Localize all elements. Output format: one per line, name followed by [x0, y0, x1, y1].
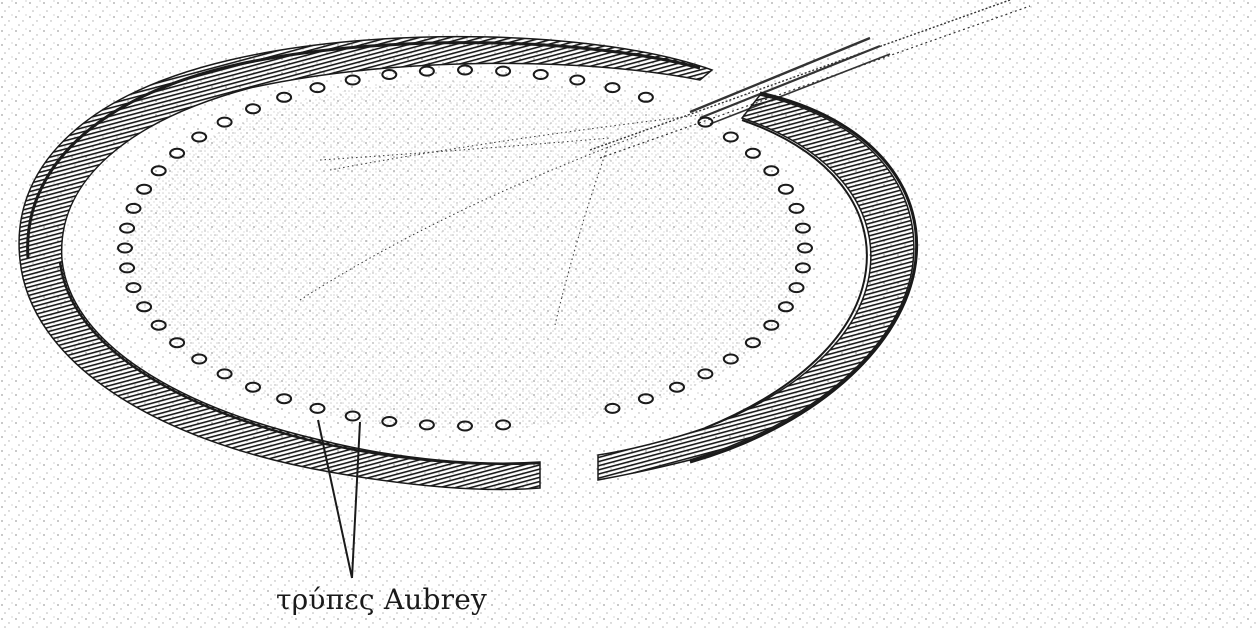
aubrey-holes-label: τρύπες Aubrey	[276, 583, 487, 616]
